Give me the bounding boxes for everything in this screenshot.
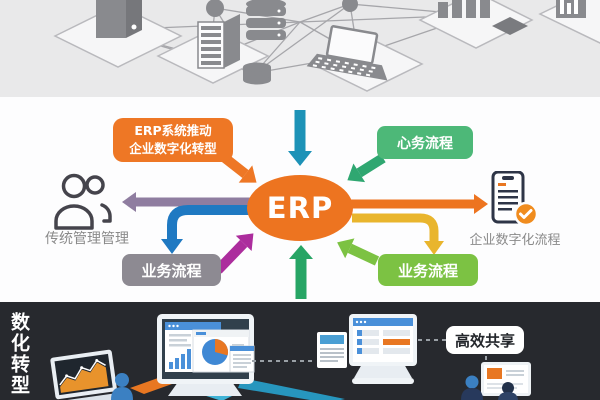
erp-diagram-band: ERP系统推动 企业数字化转型 心务流程 业务流程 业务流程 ERP 传统管理管… (0, 97, 600, 302)
digital-transformation-band: 数化转型 高效共享 (0, 302, 600, 400)
document-icon (317, 332, 347, 368)
monitor-dashboard-icon (157, 314, 255, 396)
arrow-yellow-elbow (352, 213, 444, 255)
ribbon-teal-large (238, 378, 345, 400)
arrow-bottom-up (289, 245, 313, 299)
display-board-icon (556, 0, 586, 18)
erp-label: ERP (266, 191, 334, 225)
users-icon (54, 173, 112, 230)
network-diagram-band (0, 0, 600, 97)
server-tower-icon (96, 0, 142, 38)
transformation-illustration (48, 314, 531, 400)
person-icon (498, 382, 518, 400)
process-box-top-right: 心务流程 (377, 126, 473, 159)
bar-chart-icon (438, 0, 528, 35)
driver-line1: ERP系统推动 (134, 122, 212, 138)
database-small-icon (243, 62, 271, 85)
arrow-blue-elbow (161, 205, 252, 254)
database-icon (246, 0, 286, 40)
laptop-chart-icon (48, 349, 126, 400)
traditional-management-label: 传统管理管理 (45, 231, 129, 247)
vertical-title: 数化转型 (8, 312, 30, 396)
clipboard-check-icon (491, 171, 539, 227)
monitor-list-icon (349, 314, 417, 384)
arrow-right-orange (350, 194, 488, 214)
arrow-top-down (288, 110, 312, 166)
driver-line2: 企业数字化转型 (129, 141, 217, 156)
share-box: 高效共享 (446, 326, 524, 354)
node-circle (342, 0, 358, 12)
laptop-icon (306, 25, 388, 81)
person-icon (461, 375, 483, 400)
erp-center-node: ERP (247, 175, 353, 241)
process-box-bottom-left: 业务流程 (122, 254, 221, 286)
server-rack-icon (197, 14, 240, 69)
digital-process-label: 企业数字化流程 (469, 233, 561, 248)
person-icon (111, 373, 133, 400)
node-circle (206, 0, 224, 17)
network-illustration (53, 0, 600, 92)
arrow-top-right (347, 153, 386, 183)
driver-label-box: ERP系统推动 企业数字化转型 (113, 118, 233, 162)
arrow-light-green (337, 238, 380, 266)
erp-arrows (122, 110, 488, 299)
process-box-bottom-right: 业务流程 (378, 254, 478, 286)
arrow-magenta (214, 233, 254, 274)
arrow-left-purple (122, 192, 256, 212)
